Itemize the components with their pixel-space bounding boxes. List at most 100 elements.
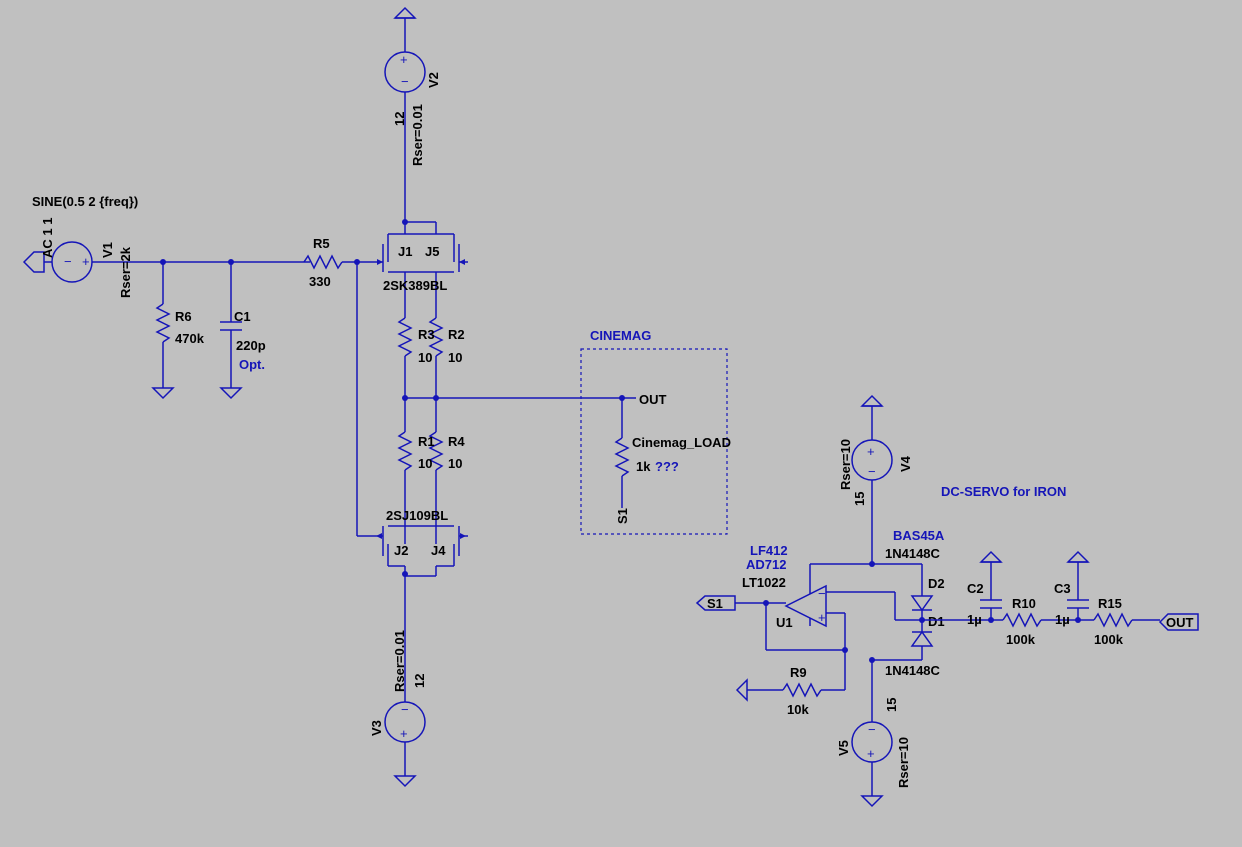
c2-capacitor[interactable] bbox=[979, 550, 1003, 620]
c2-label: C2 bbox=[967, 581, 984, 596]
d1-part-label: 1N4148C bbox=[885, 663, 941, 678]
v4-value: 15 bbox=[852, 492, 867, 506]
c3-capacitor[interactable] bbox=[1066, 550, 1090, 620]
v5-label: V5 bbox=[836, 740, 851, 756]
out-port-label: OUT bbox=[1166, 615, 1194, 630]
r9-label: R9 bbox=[790, 665, 807, 680]
svg-text:+: + bbox=[400, 726, 408, 741]
v4-source[interactable]: + − bbox=[851, 394, 893, 564]
r4-resistor[interactable] bbox=[428, 398, 444, 544]
r4-value: 10 bbox=[448, 456, 462, 471]
jfet-bottom-part: 2SJ109BL bbox=[386, 508, 448, 523]
c3-ground-icon bbox=[1066, 550, 1090, 563]
v1-ac: AC 1 1 bbox=[40, 218, 55, 258]
d1-label: D1 bbox=[928, 614, 945, 629]
j2-label: J2 bbox=[394, 543, 408, 558]
svg-text:+: + bbox=[818, 610, 826, 625]
r1-label: R1 bbox=[418, 434, 435, 449]
r3-resistor[interactable] bbox=[397, 317, 413, 398]
svg-text:−: − bbox=[868, 722, 876, 737]
r3-label: R3 bbox=[418, 327, 435, 342]
r6-value: 470k bbox=[175, 331, 205, 346]
c1-value: 220p bbox=[236, 338, 266, 353]
svg-text:+: + bbox=[82, 254, 90, 269]
r15-label: R15 bbox=[1098, 596, 1122, 611]
u1-opt2: AD712 bbox=[746, 557, 786, 572]
r10-value: 100k bbox=[1006, 632, 1036, 647]
out-port[interactable] bbox=[1158, 613, 1199, 631]
v2-label: V2 bbox=[426, 72, 441, 88]
c1-note: Opt. bbox=[239, 357, 265, 372]
v1-sine: SINE(0.5 2 {freq}) bbox=[32, 194, 138, 209]
j1-label: J1 bbox=[398, 244, 412, 259]
c3-label: C3 bbox=[1054, 581, 1071, 596]
jfet-pair-top[interactable] bbox=[370, 221, 468, 318]
r1-resistor[interactable] bbox=[397, 398, 413, 544]
u1-opamp[interactable]: − + bbox=[784, 584, 827, 628]
v3-label: V3 bbox=[369, 720, 384, 736]
r5-label: R5 bbox=[313, 236, 330, 251]
v2-rser: Rser=0.01 bbox=[410, 104, 425, 166]
r2-value: 10 bbox=[448, 350, 462, 365]
v3-value: 12 bbox=[412, 674, 427, 688]
r6-ground-icon bbox=[151, 387, 175, 400]
v2-value: 12 bbox=[392, 112, 407, 126]
v5-rser: Rser=10 bbox=[896, 737, 911, 788]
svg-text:−: − bbox=[64, 254, 72, 269]
j5-label: J5 bbox=[425, 244, 439, 259]
v4-rser: Rser=10 bbox=[838, 439, 853, 490]
jfet-top-part: 2SK389BL bbox=[383, 278, 447, 293]
u1-opt1: LF412 bbox=[750, 543, 788, 558]
svg-text:−: − bbox=[818, 586, 826, 601]
d2-label: D2 bbox=[928, 576, 945, 591]
c1-capacitor[interactable] bbox=[219, 259, 243, 400]
r5-value: 330 bbox=[309, 274, 331, 289]
svg-text:+: + bbox=[867, 746, 875, 761]
v2-supply-flag bbox=[393, 6, 417, 19]
dc-servo-title: DC-SERVO for IRON bbox=[941, 484, 1066, 499]
r3-value: 10 bbox=[418, 350, 432, 365]
r9-resistor[interactable] bbox=[735, 678, 845, 702]
v3-supply-flag bbox=[393, 775, 417, 788]
r15-value: 100k bbox=[1094, 632, 1124, 647]
r6-resistor[interactable] bbox=[151, 259, 175, 400]
u1-part: LT1022 bbox=[742, 575, 786, 590]
v5-supply-flag bbox=[860, 795, 884, 808]
cinemag-load-resistor[interactable] bbox=[614, 398, 630, 508]
v1-label: V1 bbox=[100, 242, 115, 258]
s1-label-load: S1 bbox=[615, 508, 630, 524]
v5-source[interactable]: − + bbox=[851, 660, 893, 808]
r10-resistor[interactable] bbox=[1002, 612, 1094, 628]
d1-diode[interactable] bbox=[910, 630, 934, 660]
r15-resistor[interactable] bbox=[1093, 612, 1160, 628]
v5-value: 15 bbox=[884, 698, 899, 712]
c2-ground-icon bbox=[979, 550, 1003, 563]
svg-text:−: − bbox=[868, 464, 876, 479]
v2-source[interactable]: + − bbox=[384, 6, 426, 222]
c1-ground-icon bbox=[219, 387, 243, 400]
out-net-label-load: OUT bbox=[639, 392, 667, 407]
svg-text:+: + bbox=[867, 444, 875, 459]
s1-port-label: S1 bbox=[707, 596, 723, 611]
c2-value: 1µ bbox=[967, 612, 982, 627]
load-label: Cinemag_LOAD bbox=[632, 435, 731, 450]
v1-rser: Rser=2k bbox=[118, 246, 133, 298]
v1-source[interactable]: − + bbox=[22, 241, 310, 283]
svg-text:−: − bbox=[401, 74, 409, 89]
r5-resistor[interactable] bbox=[303, 254, 370, 537]
u1-label: U1 bbox=[776, 615, 793, 630]
v3-rser: Rser=0.01 bbox=[392, 630, 407, 692]
r9-ground-icon bbox=[735, 678, 748, 702]
r4-label: R4 bbox=[448, 434, 465, 449]
r1-value: 10 bbox=[418, 456, 432, 471]
cinemag-box bbox=[580, 348, 728, 535]
cinemag-title: CINEMAG bbox=[590, 328, 651, 343]
r9-value: 10k bbox=[787, 702, 809, 717]
r2-resistor[interactable] bbox=[428, 317, 444, 398]
svg-text:+: + bbox=[400, 52, 408, 67]
c3-value: 1µ bbox=[1055, 612, 1070, 627]
d2-opt-label: BAS45A bbox=[893, 528, 945, 543]
v3-source[interactable]: − + bbox=[384, 701, 426, 788]
r6-label: R6 bbox=[175, 309, 192, 324]
